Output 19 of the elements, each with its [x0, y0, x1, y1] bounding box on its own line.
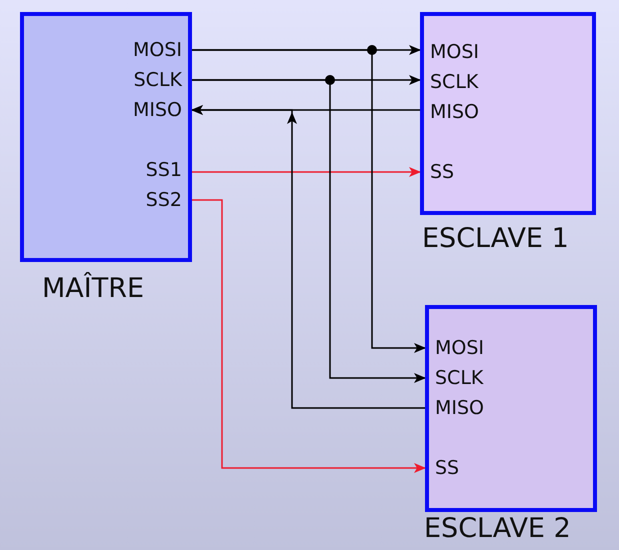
block-title: ESCLAVE 1 [422, 222, 569, 256]
pin-label: MISO [430, 101, 480, 123]
pin-label: MOSI [132, 39, 182, 61]
block-box [420, 12, 596, 215]
block-title: MAÎTRE [42, 272, 144, 306]
pin-label: SS1 [146, 159, 182, 181]
block-title: ESCLAVE 2 [424, 512, 571, 546]
pin-label: SCLK [134, 69, 182, 91]
pin-label: MOSI [430, 41, 480, 63]
pin-label: MISO [132, 99, 182, 121]
pin-label: SS [430, 161, 454, 183]
pin-label: SS [435, 457, 460, 479]
pin-label: SCLK [430, 71, 478, 93]
pin-label: SCLK [435, 367, 484, 389]
pin-label: SS2 [146, 189, 182, 211]
pin-label: MISO [435, 397, 484, 419]
block-box [425, 305, 597, 512]
pin-label: MOSI [435, 337, 484, 359]
block-box [20, 12, 192, 262]
